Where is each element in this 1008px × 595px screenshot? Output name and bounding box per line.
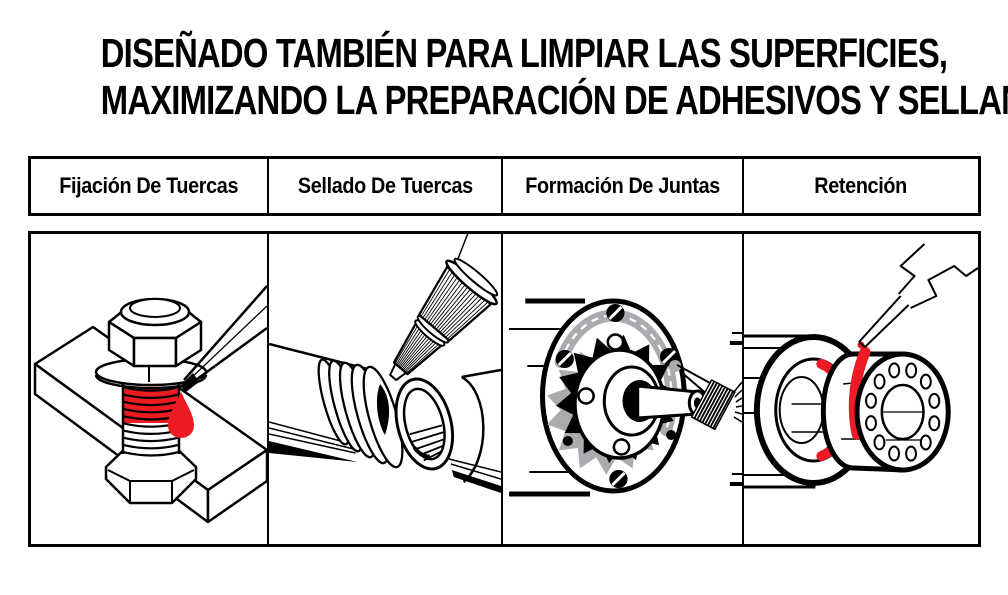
header-cell-thread-sealing: Sellado De Tuercas (269, 159, 503, 213)
cone-applicator (389, 234, 499, 382)
header-label: Retención (814, 173, 908, 198)
pipe-sealant-illustration (269, 234, 501, 493)
applicator-nozzle (180, 285, 267, 392)
header-label: Sellado De Tuercas (297, 173, 473, 198)
flange-bolts (555, 304, 679, 488)
panel-threadlocking (31, 234, 269, 544)
retaining-applicator (857, 243, 978, 349)
threadlocker-bolt-illustration (33, 285, 267, 524)
bearing-cage-holes (865, 362, 941, 462)
red-droplet (168, 392, 194, 438)
page-title: DISEÑADO TAMBIÉN PARA LIMPIAR LAS SUPERF… (0, 30, 1008, 124)
panel-retaining (744, 234, 978, 544)
application-header-row: Fijación De Tuercas Sellado De Tuercas F… (28, 156, 981, 216)
pipe-mouth (394, 377, 454, 471)
title-line-1: DISEÑADO TAMBIÉN PARA LIMPIAR LAS SUPERF… (100, 30, 948, 76)
panel-thread-sealing (269, 234, 503, 544)
panel-gasketing (503, 234, 744, 544)
header-label: Fijación De Tuercas (59, 173, 239, 198)
title-line-2: MAXIMIZANDO LA PREPARACIÓN DE ADHESIVOS … (100, 77, 1008, 123)
retaining-compound-stripe (848, 346, 871, 440)
header-cell-retaining: Retención (744, 159, 978, 213)
header-cell-threadlocking: Fijación De Tuercas (31, 159, 269, 213)
header-label: Formación De Juntas (525, 173, 720, 198)
sealant-blob (376, 384, 390, 435)
header-cell-gasketing: Formación De Juntas (503, 159, 744, 213)
flange-gasket-illustration (509, 298, 742, 497)
gasket-nozzle (669, 360, 742, 431)
bearing-retaining-illustration (744, 243, 978, 489)
illustration-row (28, 231, 981, 547)
